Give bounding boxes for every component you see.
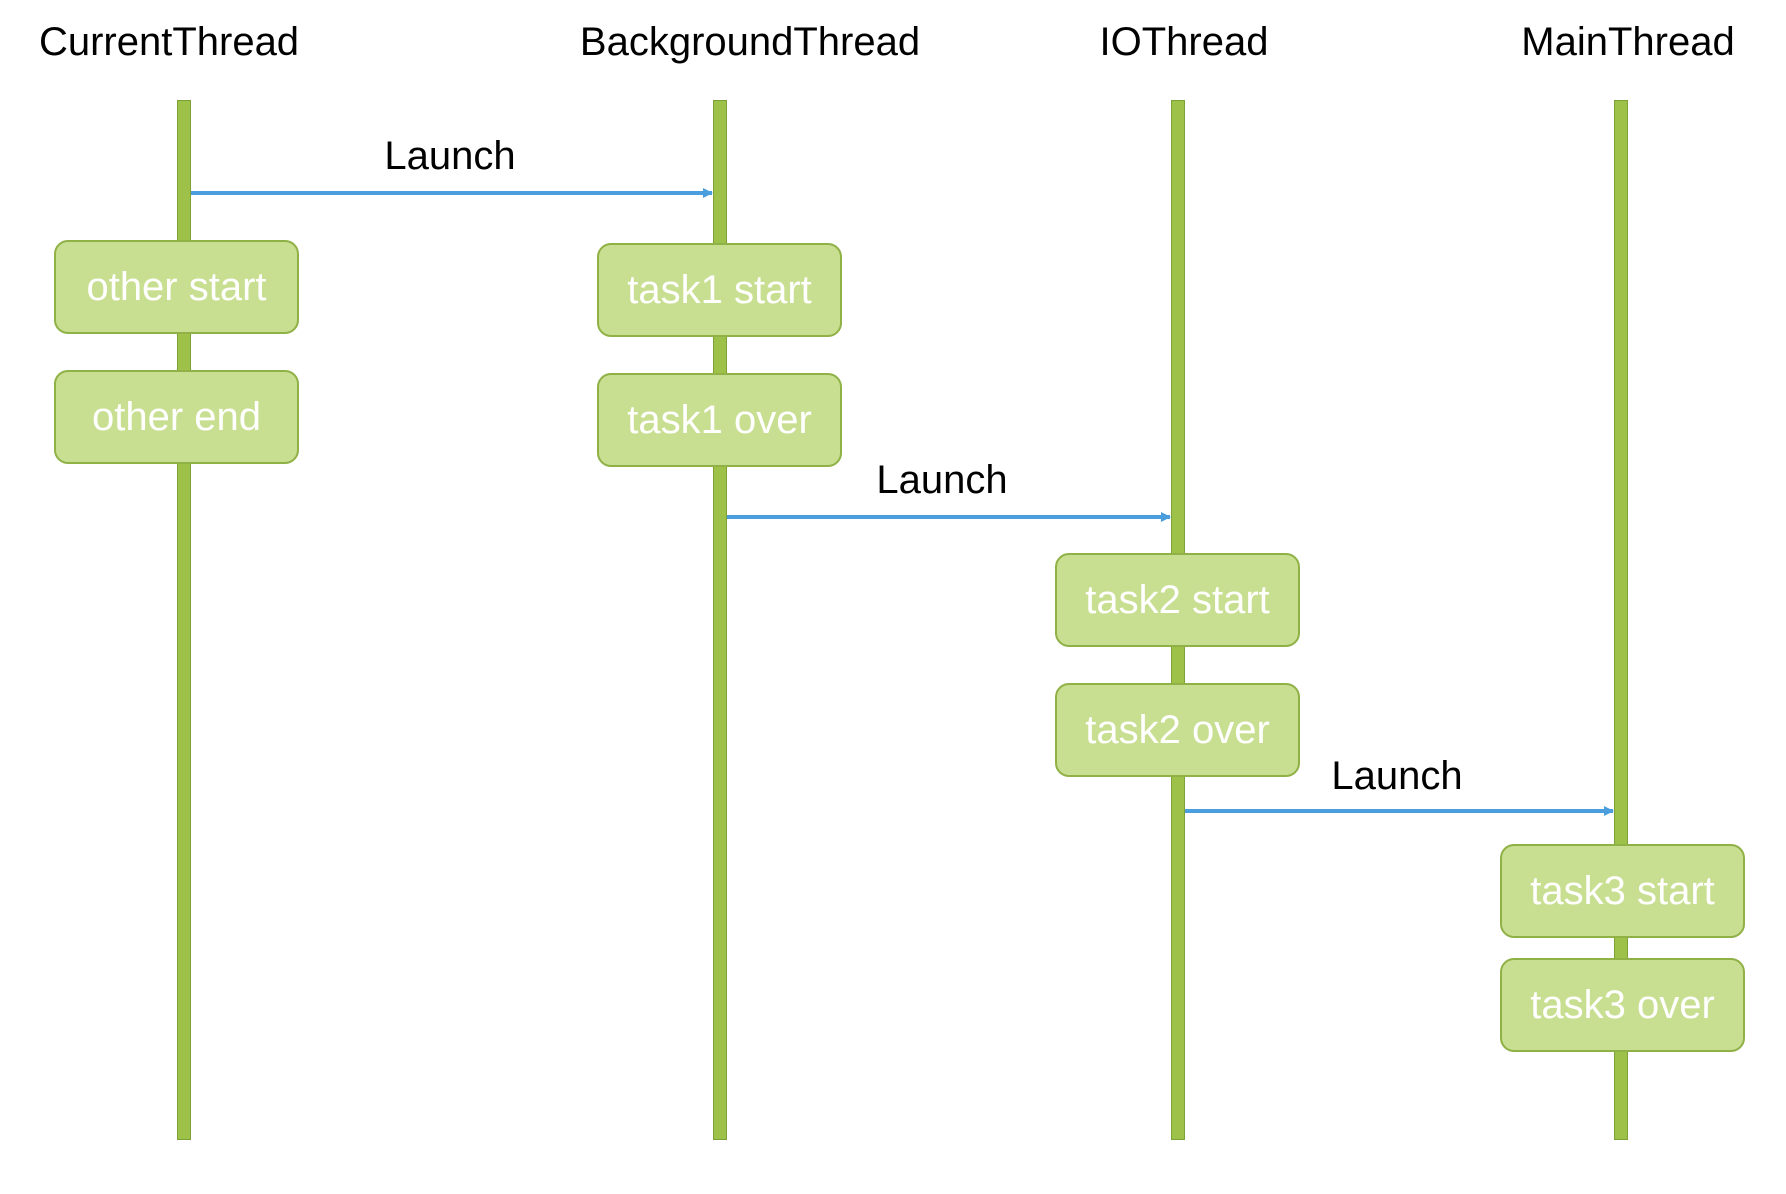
lifeline-current-thread — [177, 100, 191, 1140]
thread-title-io: IOThread — [1099, 20, 1269, 64]
task-box-task1-start: task1 start — [597, 243, 842, 337]
task-box-other-start: other start — [54, 240, 299, 334]
task-box-task2-over: task2 over — [1055, 683, 1300, 777]
thread-title-current: CurrentThread — [38, 20, 300, 64]
lifeline-background-thread — [713, 100, 727, 1140]
task-box-task3-start: task3 start — [1500, 844, 1745, 938]
launch-label-1: Launch — [384, 134, 516, 178]
launch-label-3: Launch — [1331, 754, 1463, 798]
task-box-task2-start: task2 start — [1055, 553, 1300, 647]
thread-title-background: BackgroundThread — [579, 20, 921, 64]
task-box-task1-over: task1 over — [597, 373, 842, 467]
task-box-other-end: other end — [54, 370, 299, 464]
task-box-task3-over: task3 over — [1500, 958, 1745, 1052]
launch-label-2: Launch — [876, 458, 1008, 502]
thread-title-main: MainThread — [1521, 20, 1735, 64]
